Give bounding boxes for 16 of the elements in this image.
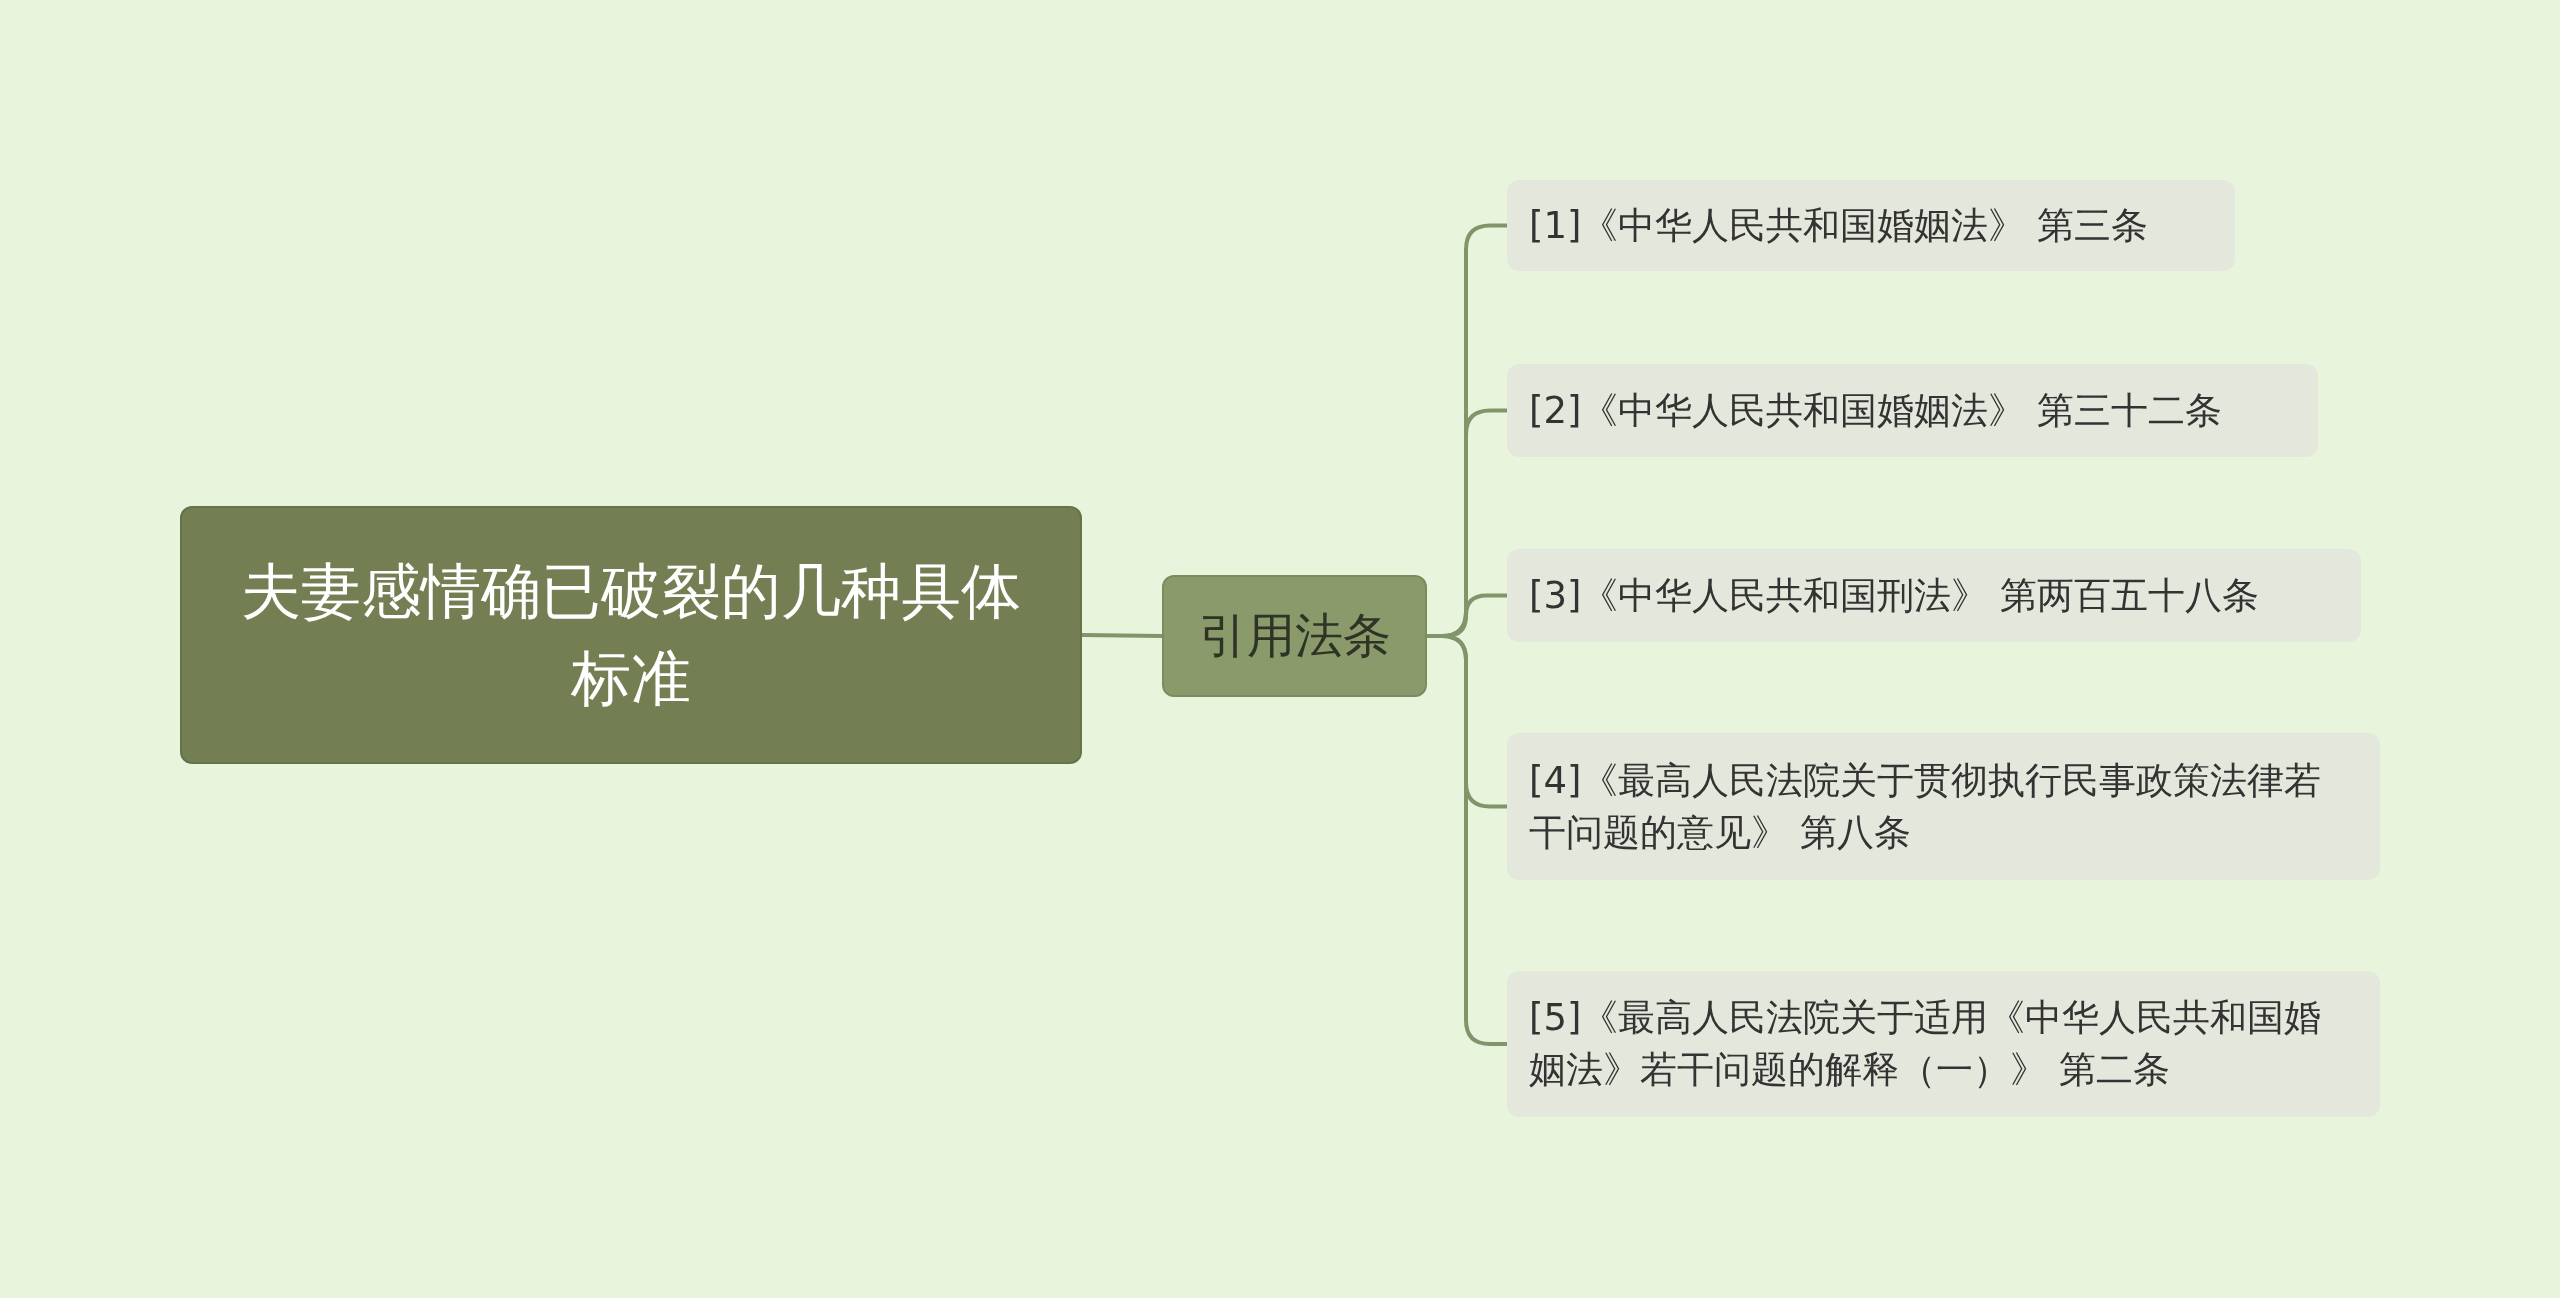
subtopic-box [1507,549,2361,642]
subtopic-box [1507,180,2235,271]
connector-line [1427,634,1507,1046]
root-topic-box [180,506,1082,764]
topic-text: 引用法条 [1198,606,1391,666]
topic-text: 夫妻感情确已破裂的几种具体标准 [240,555,1022,715]
connector-line [1081,633,1163,638]
citation-text: [2]《中华人民共和国婚姻法》 第三十二条 [1529,387,2223,434]
citation-text: [1]《中华人民共和国婚姻法》 第三条 [1529,202,2149,249]
subtopic-box [1507,971,2380,1117]
subtopic-box [1507,733,2380,880]
citation-text: [4]《最高人民法院关于贯彻执行民事政策法律若干问题的意见》 第八条 [1529,757,2323,856]
citation-text: [3]《中华人民共和国刑法》 第两百五十八条 [1529,572,2260,619]
citation-text: [5]《最高人民法院关于适用《中华人民共和国婚姻法》若干问题的解释（一）》 第二条 [1529,995,2323,1093]
topic-box [1162,575,1427,697]
subtopic-box [1507,364,2318,457]
